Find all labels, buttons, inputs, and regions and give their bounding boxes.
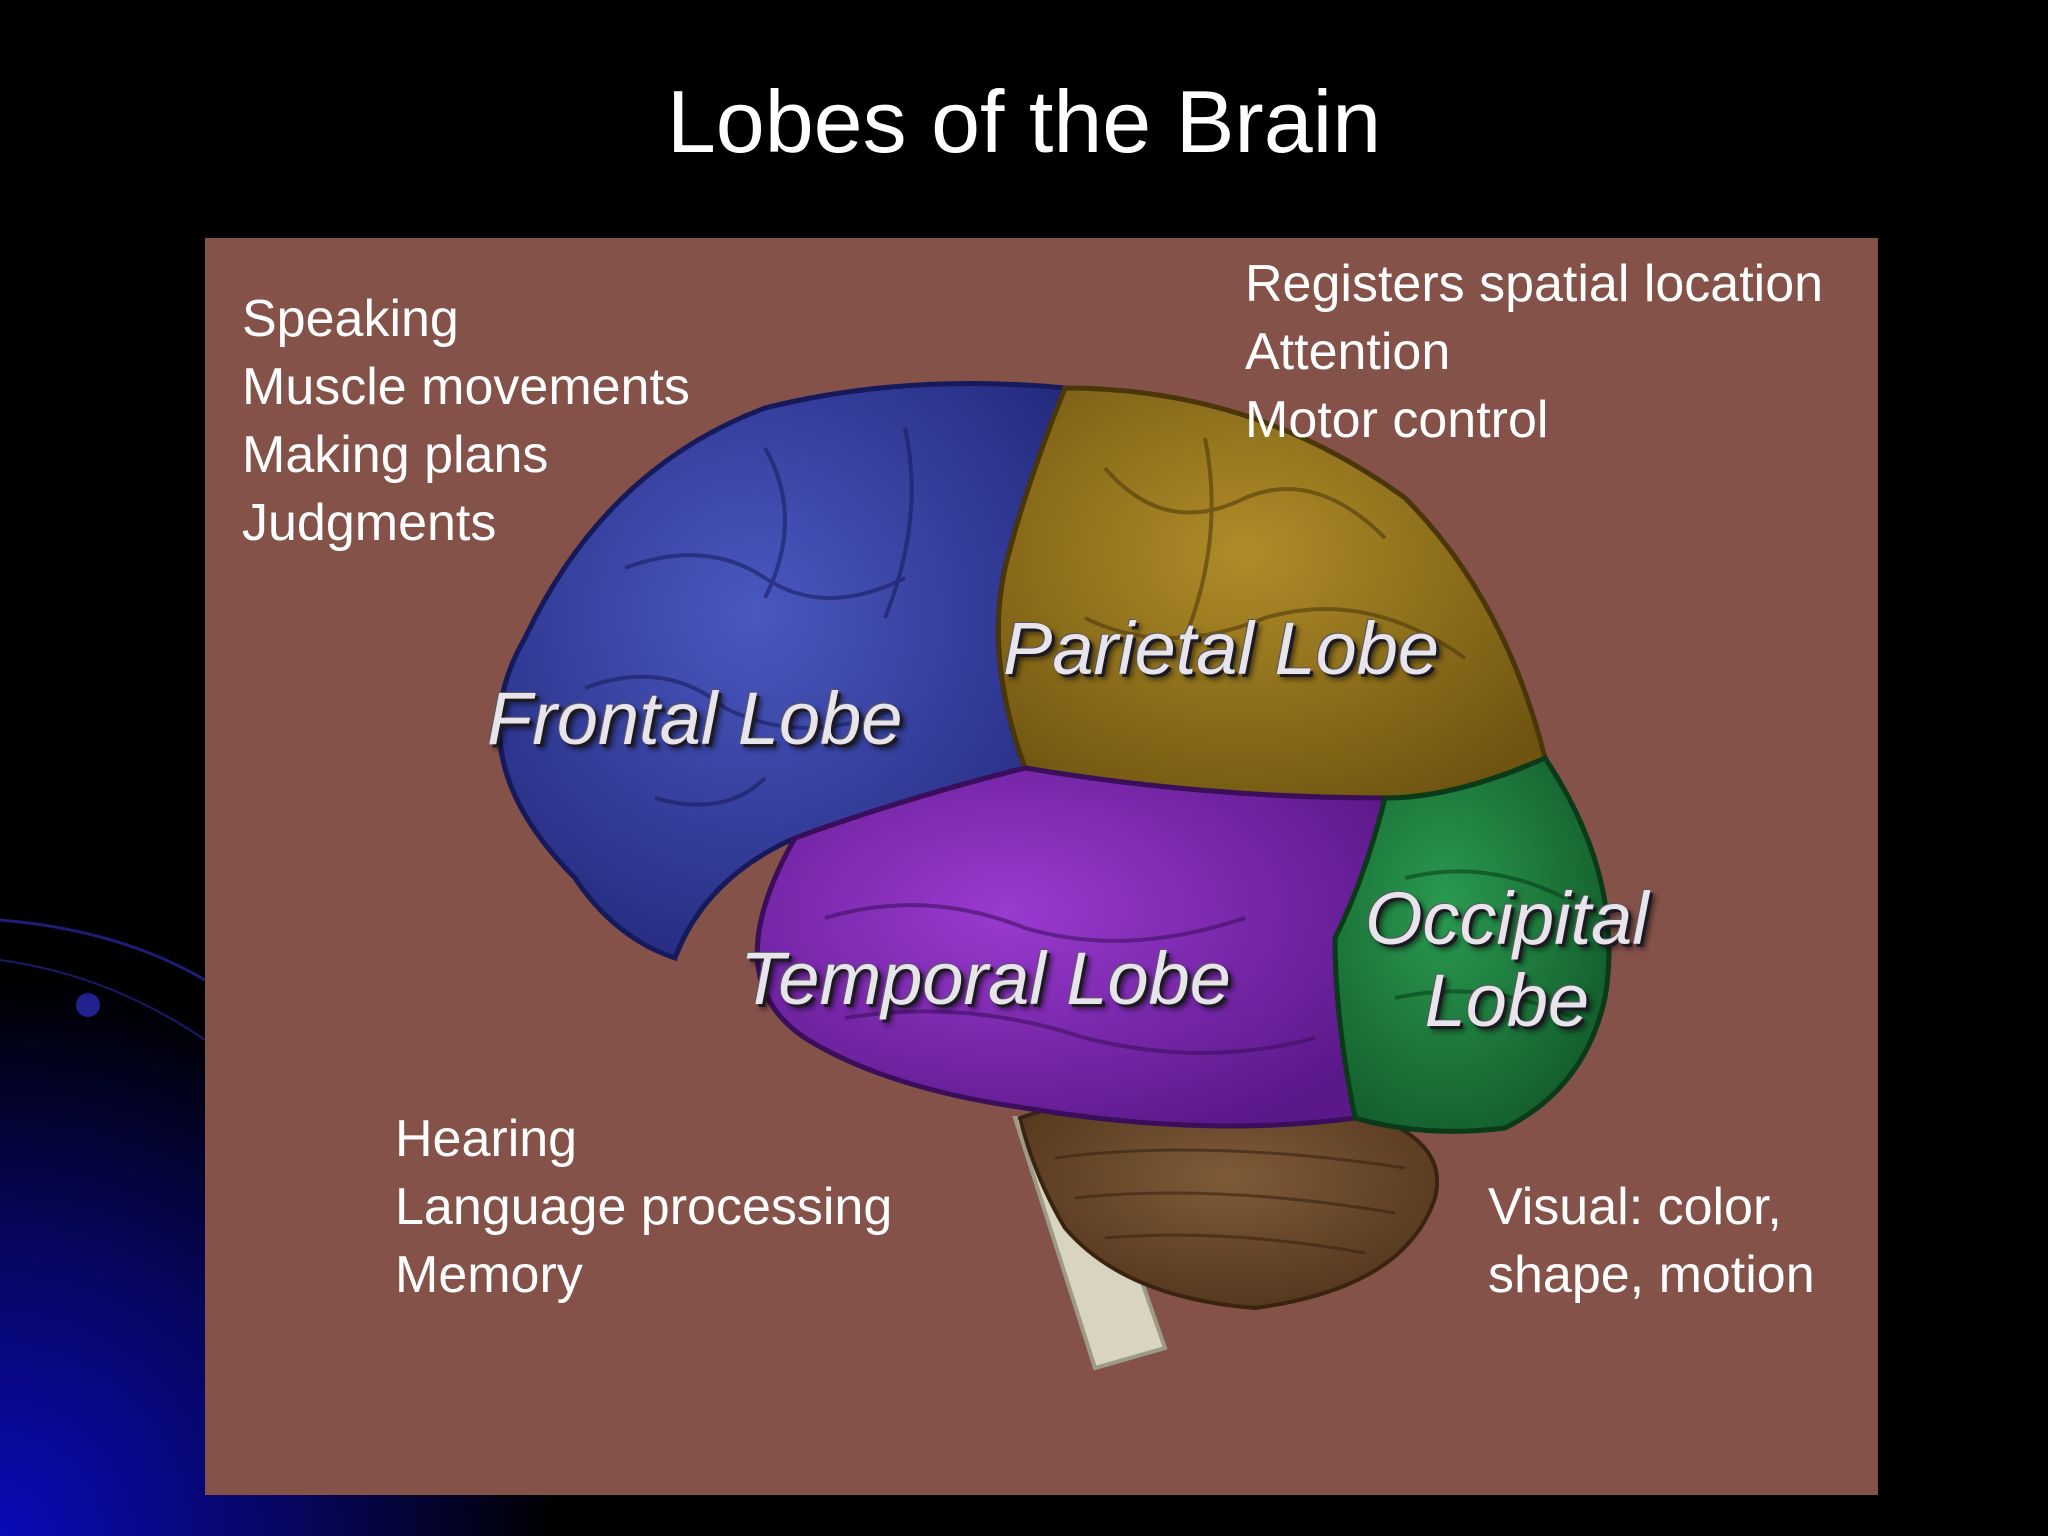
frontal-lobe-label: Frontal Lobe xyxy=(487,677,903,760)
function-item: Motor control xyxy=(1245,391,1549,449)
occipital-label-line: Occipital xyxy=(1365,877,1649,960)
parietal-lobe-label: Parietal Lobe xyxy=(1003,607,1440,690)
function-item: Muscle movements xyxy=(242,358,690,416)
function-item: Language processing xyxy=(395,1178,893,1236)
function-item: Visual: color, xyxy=(1488,1178,1782,1236)
slide-title: Lobes of the Brain xyxy=(666,72,1382,171)
brain-diagram-panel: Speaking Muscle movements Making plans J… xyxy=(205,238,1878,1495)
occipital-lobe-functions: Visual: color, shape, motion xyxy=(1488,1173,1815,1309)
brain-illustration xyxy=(496,381,1612,1371)
parietal-lobe-functions: Registers spatial location Attention Mot… xyxy=(1245,250,1823,454)
frontal-lobe-functions: Speaking Muscle movements Making plans J… xyxy=(242,285,690,557)
temporal-lobe-functions: Hearing Language processing Memory xyxy=(395,1105,892,1309)
function-item: Memory xyxy=(395,1246,583,1304)
occipital-lobe-shape xyxy=(1332,754,1612,1134)
temporal-lobe-label: Temporal Lobe xyxy=(740,937,1231,1020)
function-item: Registers spatial location xyxy=(1245,255,1824,313)
occipital-label-line: Lobe xyxy=(1424,959,1590,1042)
function-item: Making plans xyxy=(242,426,549,484)
function-item: Judgments xyxy=(242,494,497,552)
function-item: Speaking xyxy=(242,290,459,348)
function-item: shape, motion xyxy=(1488,1246,1815,1304)
occipital-lobe-label: Occipital Lobe xyxy=(1365,878,1649,1042)
function-item: Hearing xyxy=(395,1110,578,1168)
function-item: Attention xyxy=(1245,323,1451,381)
